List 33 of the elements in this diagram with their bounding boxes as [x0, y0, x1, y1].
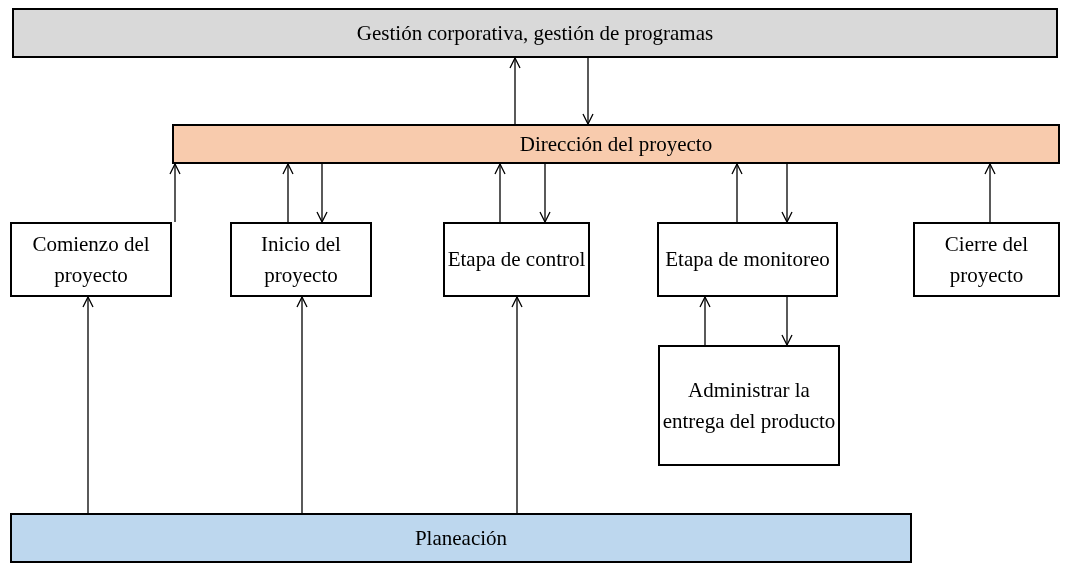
box-label: Planeación: [413, 524, 509, 552]
arrow: [509, 57, 521, 125]
process-box: [658, 345, 840, 466]
arrow: [582, 57, 594, 125]
arrow: [731, 163, 743, 223]
process-box: [172, 124, 1060, 164]
process-box: [12, 8, 1058, 58]
arrow: [781, 163, 793, 223]
box-label: Etapa de control: [446, 246, 587, 274]
arrow: [984, 163, 996, 223]
arrow: [699, 296, 711, 346]
box-label: Etapa de monitoreo: [664, 246, 831, 274]
box-label: Dirección del proyecto: [518, 130, 714, 158]
arrow: [296, 296, 308, 514]
arrow: [781, 296, 793, 346]
arrow: [511, 296, 523, 514]
arrow: [539, 163, 551, 223]
arrow: [169, 163, 181, 223]
box-label: Administrar la entrega del producto: [661, 377, 837, 435]
process-box: [10, 513, 912, 563]
box-label: Comienzo del proyecto: [31, 231, 151, 289]
box-label: Gestión corporativa, gestión de programas: [355, 19, 715, 47]
process-box: [10, 222, 172, 297]
arrow: [494, 163, 506, 223]
box-label: Inicio del proyecto: [260, 231, 342, 289]
process-box: [443, 222, 590, 297]
process-box: [230, 222, 372, 297]
arrow: [282, 163, 294, 223]
box-label: Cierre del proyecto: [943, 231, 1030, 289]
process-box: [913, 222, 1060, 297]
process-box: [657, 222, 838, 297]
arrow: [316, 163, 328, 223]
arrow: [82, 296, 94, 514]
